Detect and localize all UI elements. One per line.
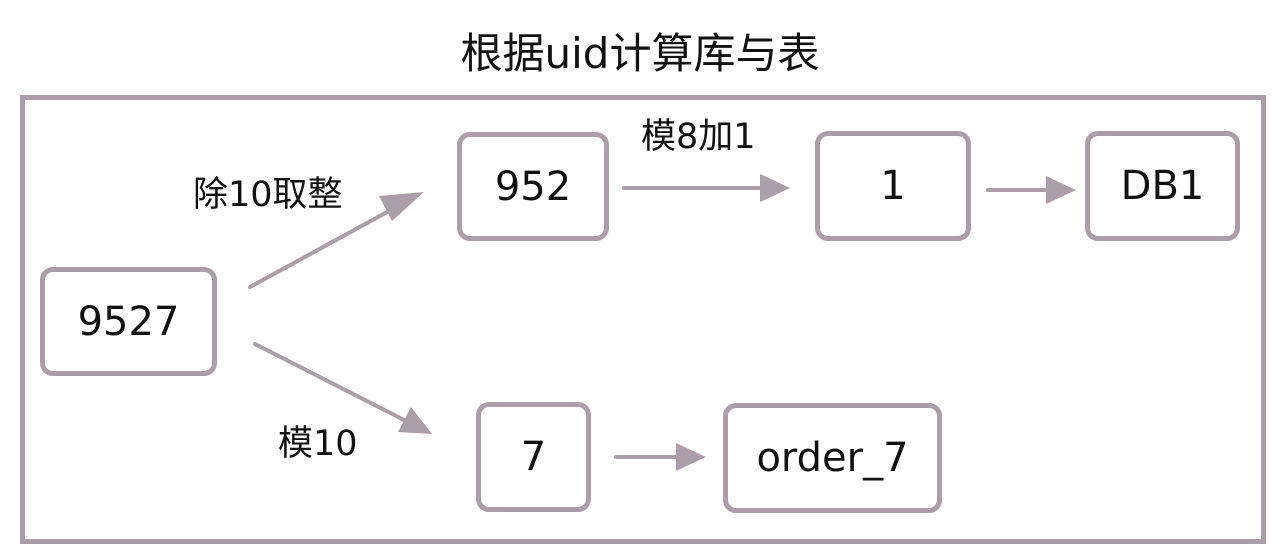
arrow-uid-to-div10 xyxy=(248,203,402,289)
node-table: order_7 xyxy=(723,403,942,513)
node-div10-result: 952 xyxy=(457,132,609,241)
diagram-frame xyxy=(20,95,1266,544)
edge-label-mod10: 模10 xyxy=(278,424,358,464)
arrowhead-div10-to-mod8 xyxy=(760,174,790,202)
arrowhead-mod10-to-table xyxy=(676,443,706,471)
node-uid: 9527 xyxy=(40,267,217,376)
arrowhead-mod8-to-db xyxy=(1046,176,1076,204)
arrowhead-uid-to-div10 xyxy=(379,192,424,221)
diagram-title: 根据uid计算库与表 xyxy=(460,29,820,78)
node-mod10-result: 7 xyxy=(476,402,591,512)
arrow-uid-to-mod10 xyxy=(253,342,410,424)
node-mod8-result: 1 xyxy=(815,131,971,241)
arrowhead-uid-to-mod10 xyxy=(398,407,432,434)
edge-label-mod8: 模8加1 xyxy=(641,117,756,157)
edge-label-div10: 除10取整 xyxy=(193,175,343,215)
node-db: DB1 xyxy=(1085,131,1240,241)
